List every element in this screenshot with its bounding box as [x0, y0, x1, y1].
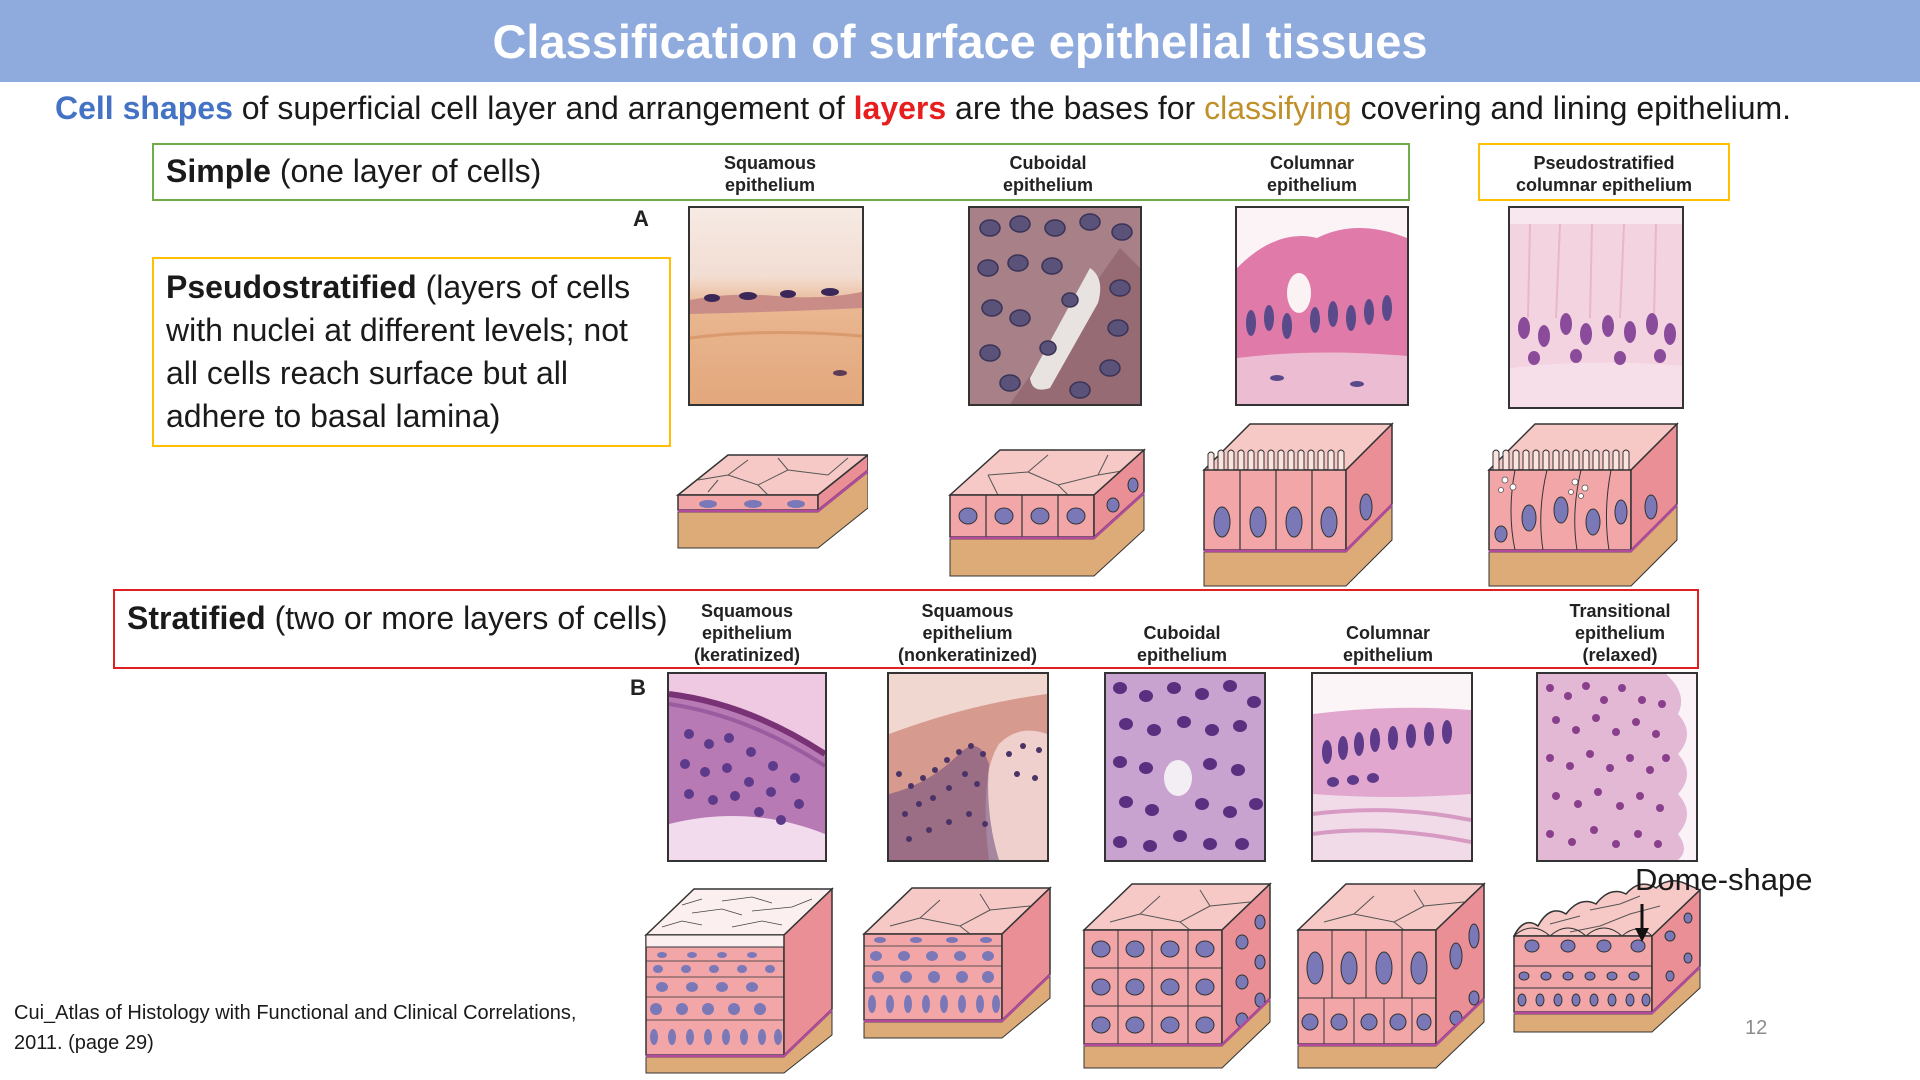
header-line: epithelium — [1266, 175, 1357, 195]
simple-label-bold: Simple — [166, 153, 271, 189]
header-line: Cuboidal — [1009, 153, 1087, 173]
subtitle: Cell shapes of superficial cell layer an… — [55, 90, 1895, 127]
dome-shape-label: Dome-shape — [1635, 862, 1813, 897]
panel-letter-b: B — [630, 675, 646, 700]
micrograph-strat-keratinized — [667, 672, 827, 862]
diagram-strat-nonkeratinized — [860, 870, 1060, 1040]
header-line: Columnar — [1269, 153, 1354, 173]
micrograph-simple-columnar — [1235, 206, 1409, 406]
diagram-strat-keratinized — [642, 875, 842, 1075]
diagram-pseudostratified — [1485, 412, 1685, 592]
header-line — [1102, 600, 1262, 622]
diagram-strat-cuboidal — [1080, 872, 1280, 1072]
diagram-strat-columnar — [1294, 872, 1494, 1072]
citation-line-2: 2011. (page 29) — [14, 1032, 154, 1054]
subtitle-text-2: are the bases for — [946, 90, 1205, 126]
micrograph-strat-columnar — [1311, 672, 1473, 862]
pseudostratified-box — [152, 257, 671, 447]
panel-letter-a: A — [633, 206, 649, 231]
header-line: Columnar — [1345, 623, 1430, 643]
subtitle-classifying: classifying — [1204, 90, 1352, 126]
diagram-strat-transitional — [1510, 876, 1710, 1036]
micrograph-simple-cuboidal — [968, 206, 1142, 406]
header-line: Squamous — [700, 601, 793, 621]
citation-line-1: Cui_Atlas of Histology with Functional a… — [14, 1002, 577, 1024]
simple-label: Simple (one layer of cells) — [166, 150, 541, 193]
header-line: (nonkeratinized) — [897, 645, 1037, 665]
micrograph-strat-cuboidal — [1104, 672, 1266, 862]
micrograph-simple-squamous — [688, 206, 864, 406]
micrograph-pseudostratified — [1508, 206, 1684, 409]
subtitle-layers: layers — [853, 90, 947, 126]
diagram-simple-cuboidal — [948, 430, 1148, 580]
stratified-box — [113, 589, 1699, 669]
subtitle-text-3: covering and lining epithelium. — [1351, 90, 1792, 126]
header-line: epithelium — [1342, 645, 1433, 665]
pseudostratified-label-rest: (layers of cells with nuclei at differen… — [166, 269, 631, 434]
header-line: Transitional — [1569, 601, 1671, 621]
header-line: Pseudostratified — [1533, 153, 1675, 173]
header-line: columnar epithelium — [1515, 175, 1693, 195]
header-line: Squamous — [921, 601, 1014, 621]
header-line — [1308, 600, 1468, 622]
stratified-label: Stratified (two or more layers of cells) — [127, 597, 668, 640]
simple-label-rest: (one layer of cells) — [270, 153, 542, 189]
header-line: Cuboidal — [1143, 623, 1221, 643]
stratified-label-bold: Stratified — [127, 600, 266, 636]
header-line: epithelium — [701, 623, 792, 643]
title-bar: Classification of surface epithelial tis… — [0, 0, 1920, 82]
header-line: Squamous — [723, 153, 816, 173]
pseudostratified-label-bold: Pseudostratified — [166, 269, 417, 305]
diagram-simple-columnar — [1200, 412, 1400, 592]
micrograph-strat-nonkeratinized — [887, 672, 1049, 862]
header-line: epithelium — [1136, 645, 1227, 665]
subtitle-cell-shapes: Cell shapes — [55, 90, 233, 126]
header-line: (keratinized) — [693, 645, 801, 665]
diagram-simple-squamous — [668, 430, 868, 560]
subtitle-text-1: of superficial cell layer and arrangemen… — [232, 90, 854, 126]
down-arrow-icon — [1635, 904, 1649, 942]
header-line: epithelium — [1574, 623, 1665, 643]
header-line: epithelium — [922, 623, 1013, 643]
pseudostratified-label: Pseudostratified (layers of cells with n… — [166, 266, 662, 438]
header-line: epithelium — [724, 175, 815, 195]
micrograph-strat-transitional — [1536, 672, 1698, 862]
header-line: (relaxed) — [1582, 645, 1658, 665]
pseudostratified-header-box — [1478, 143, 1730, 201]
header-line: epithelium — [1002, 175, 1093, 195]
stratified-label-rest: (two or more layers of cells) — [265, 600, 668, 636]
citation: Cui_Atlas of Histology with Functional a… — [14, 998, 576, 1058]
page-number: 12 — [1745, 1017, 1768, 1039]
slide-title: Classification of surface epithelial tis… — [492, 14, 1428, 68]
simple-box — [152, 143, 1410, 201]
